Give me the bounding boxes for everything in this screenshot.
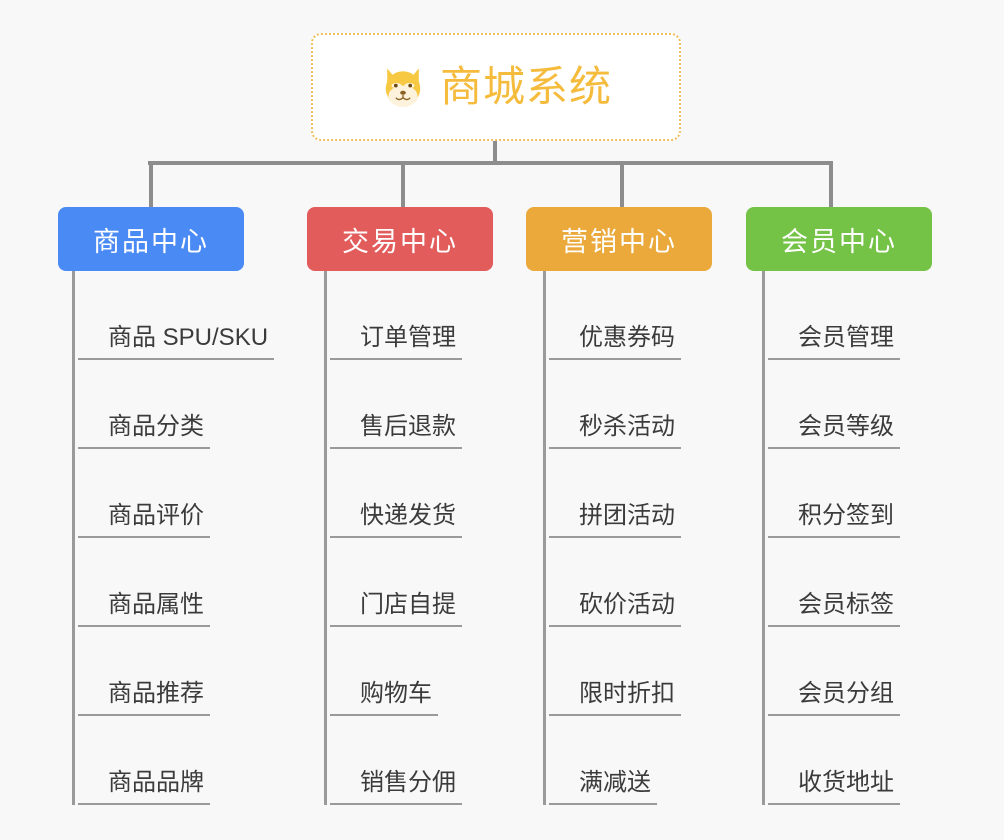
connector-bus [148,161,832,165]
leaf-label: 商品评价 [78,504,210,538]
leaf-label: 积分签到 [768,504,900,538]
branch-spine [543,271,546,805]
connector-drop-3 [620,161,624,207]
leaf-label: 订单管理 [330,326,462,360]
leaf-item[interactable]: 商品属性 [72,538,274,627]
category-label: 商品中心 [93,226,209,257]
category-label: 营销中心 [561,226,677,257]
leaf-label: 商品属性 [78,593,210,627]
leaf-label: 售后退款 [330,415,462,449]
leaf-item[interactable]: 积分签到 [762,449,900,538]
branch-column-3: 优惠券码秒杀活动拼团活动砍价活动限时折扣满减送 [543,271,681,805]
leaf-label: 快递发货 [330,504,462,538]
leaf-item[interactable]: 售后退款 [324,360,462,449]
shiba-dog-icon [380,64,426,110]
leaf-label: 砍价活动 [549,593,681,627]
leaf-item[interactable]: 优惠券码 [543,271,681,360]
branch-spine [762,271,765,805]
leaf-label: 商品推荐 [78,682,210,716]
leaf-label: 会员标签 [768,593,900,627]
leaf-label: 会员分组 [768,682,900,716]
leaf-label: 收货地址 [768,771,900,805]
leaf-label: 商品 SPU/SKU [78,326,275,360]
leaf-label: 商品品牌 [78,771,210,805]
root-node[interactable]: 商城系统 [311,33,681,141]
leaf-label: 拼团活动 [549,504,681,538]
category-box-2[interactable]: 交易中心 [307,207,493,271]
leaf-label: 秒杀活动 [549,415,681,449]
leaf-item[interactable]: 商品品牌 [72,716,274,805]
leaf-item[interactable]: 销售分佣 [324,716,462,805]
leaf-label: 购物车 [330,682,438,716]
leaf-item[interactable]: 购物车 [324,627,462,716]
category-box-4[interactable]: 会员中心 [746,207,932,271]
leaf-label: 销售分佣 [330,771,462,805]
branch-spine [324,271,327,805]
leaf-item[interactable]: 门店自提 [324,538,462,627]
connector-drop-4 [829,161,833,207]
branch-spine [72,271,75,805]
connector-stem [493,141,497,164]
connector-drop-1 [149,161,153,207]
connector-drop-2 [401,161,405,207]
leaf-item[interactable]: 商品分类 [72,360,274,449]
branch-column-1: 商品 SPU/SKU 商品分类商品评价商品属性商品推荐商品品牌 [72,271,275,805]
leaf-item[interactable]: 会员分组 [762,627,900,716]
branch-column-4: 会员管理会员等级积分签到会员标签会员分组收货地址 [762,271,900,805]
leaf-item[interactable]: 商品推荐 [72,627,274,716]
leaf-item[interactable]: 会员管理 [762,271,900,360]
branch-column-2: 订单管理售后退款快递发货门店自提购物车销售分佣 [324,271,462,805]
leaf-item[interactable]: 满减送 [543,716,681,805]
leaf-item[interactable]: 拼团活动 [543,449,681,538]
root-title: 商城系统 [439,63,612,110]
category-box-1[interactable]: 商品中心 [58,207,244,271]
leaf-label: 门店自提 [330,593,462,627]
leaf-item[interactable]: 会员等级 [762,360,900,449]
leaf-item[interactable]: 收货地址 [762,716,900,805]
leaf-label: 优惠券码 [549,326,681,360]
leaf-item[interactable]: 砍价活动 [543,538,681,627]
leaf-item[interactable]: 商品 SPU/SKU [72,271,275,360]
leaf-label: 会员管理 [768,326,900,360]
category-label: 会员中心 [781,226,897,257]
category-label: 交易中心 [342,226,458,257]
leaf-label: 满减送 [549,771,657,805]
leaf-item[interactable]: 商品评价 [72,449,274,538]
leaf-label: 商品分类 [78,415,210,449]
leaf-label: 限时折扣 [549,682,681,716]
category-box-3[interactable]: 营销中心 [526,207,712,271]
leaf-label: 会员等级 [768,415,900,449]
leaf-item[interactable]: 订单管理 [324,271,462,360]
leaf-item[interactable]: 限时折扣 [543,627,681,716]
leaf-item[interactable]: 秒杀活动 [543,360,681,449]
leaf-item[interactable]: 快递发货 [324,449,462,538]
leaf-item[interactable]: 会员标签 [762,538,900,627]
